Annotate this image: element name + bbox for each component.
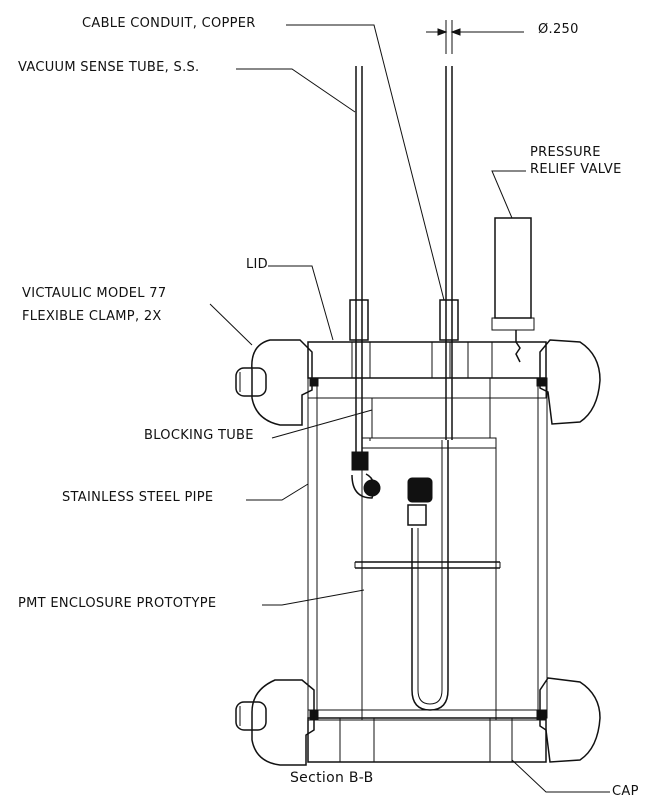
victaulic-clamp-top-right <box>539 339 601 425</box>
cable-conduit-label: CABLE CONDUIT, COPPER <box>82 16 256 31</box>
leader-lines <box>209 24 610 793</box>
pmt-enclosure-label: PMT ENCLOSURE PROTOTYPE <box>18 596 217 611</box>
victaulic-clamp-top-left <box>235 339 313 426</box>
victaulic-clamp-bottom-right <box>539 677 601 763</box>
diameter-dimension <box>426 20 524 54</box>
lid <box>307 341 547 399</box>
pmt-enclosure <box>354 437 501 721</box>
cap-label: CAP <box>612 784 639 799</box>
u-tube <box>407 440 449 711</box>
victaulic-label-2: FLEXIBLE CLAMP, 2X <box>22 309 162 324</box>
vacuum-sense-tube <box>349 66 381 499</box>
cap <box>307 377 547 763</box>
blocking-tube-label: BLOCKING TUBE <box>144 428 254 443</box>
vacuum-tube-label: VACUUM SENSE TUBE, S.S. <box>18 60 200 75</box>
diameter-label: Ø.250 <box>538 22 579 37</box>
victaulic-label-1: VICTAULIC MODEL 77 <box>22 286 167 301</box>
cable-conduit <box>439 66 459 440</box>
lid-label: LID <box>246 257 268 272</box>
pressure-relief-label-2: RELIEF VALVE <box>530 162 622 177</box>
pressure-relief-label-1: PRESSURE <box>530 145 601 160</box>
victaulic-clamp-bottom-left <box>235 679 315 766</box>
blocking-tube <box>371 378 491 438</box>
stainless-steel-pipe <box>307 377 548 719</box>
pressure-relief-valve <box>491 217 535 363</box>
section-label: Section B-B <box>290 770 374 786</box>
stainless-pipe-label: STAINLESS STEEL PIPE <box>62 490 214 505</box>
